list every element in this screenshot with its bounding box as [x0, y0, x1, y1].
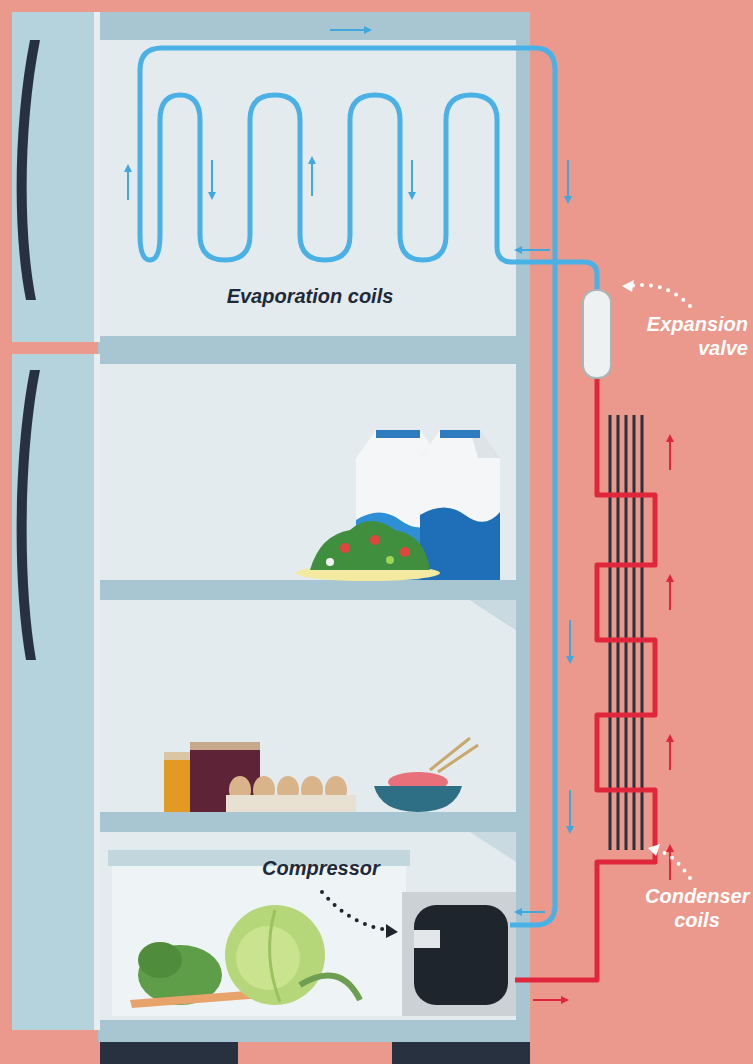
- door-handle: [17, 370, 40, 660]
- fridge-interior: [100, 364, 516, 1020]
- leader-head: [386, 924, 398, 938]
- crisper-drawer: [112, 866, 406, 1016]
- leader-head: [622, 280, 634, 292]
- shelf-side: [470, 600, 516, 630]
- cabbage: [236, 926, 300, 990]
- cold-pipe: [140, 48, 555, 925]
- hot-pipe: [515, 378, 655, 980]
- shelf: [100, 812, 516, 832]
- leader-line: [630, 285, 690, 878]
- part-label: Evaporation coils: [190, 284, 430, 308]
- shelf-side: [470, 832, 516, 862]
- door-handle: [17, 40, 40, 300]
- leader-head: [648, 844, 660, 856]
- bowl: [374, 738, 478, 812]
- compressor-plate: [414, 930, 440, 948]
- salad-plate: [296, 521, 440, 581]
- door-edge: [94, 354, 100, 1030]
- leader-line: [322, 892, 388, 930]
- broccoli: [138, 942, 182, 978]
- fridge-body: [98, 12, 530, 1042]
- expansion-valve: [583, 290, 611, 378]
- greens: [300, 975, 360, 1000]
- door-edge: [94, 12, 100, 342]
- freezer-door: [12, 12, 100, 342]
- shelf: [100, 580, 516, 600]
- evaporation-coils: [150, 95, 597, 292]
- cabbage: [225, 905, 325, 1005]
- egg-carton: [226, 776, 356, 812]
- condenser-coils: [610, 415, 642, 850]
- flow-arrow: [533, 438, 670, 1000]
- shelf: [100, 580, 516, 630]
- compressor-housing: [402, 892, 516, 1016]
- part-label: Condenser coils: [645, 884, 749, 932]
- part-label: Expansion valve: [643, 312, 748, 360]
- compressor: [414, 905, 508, 1005]
- fridge-door: [12, 354, 100, 1030]
- part-label: Compressor: [262, 856, 402, 880]
- flow-arrow: [128, 30, 570, 912]
